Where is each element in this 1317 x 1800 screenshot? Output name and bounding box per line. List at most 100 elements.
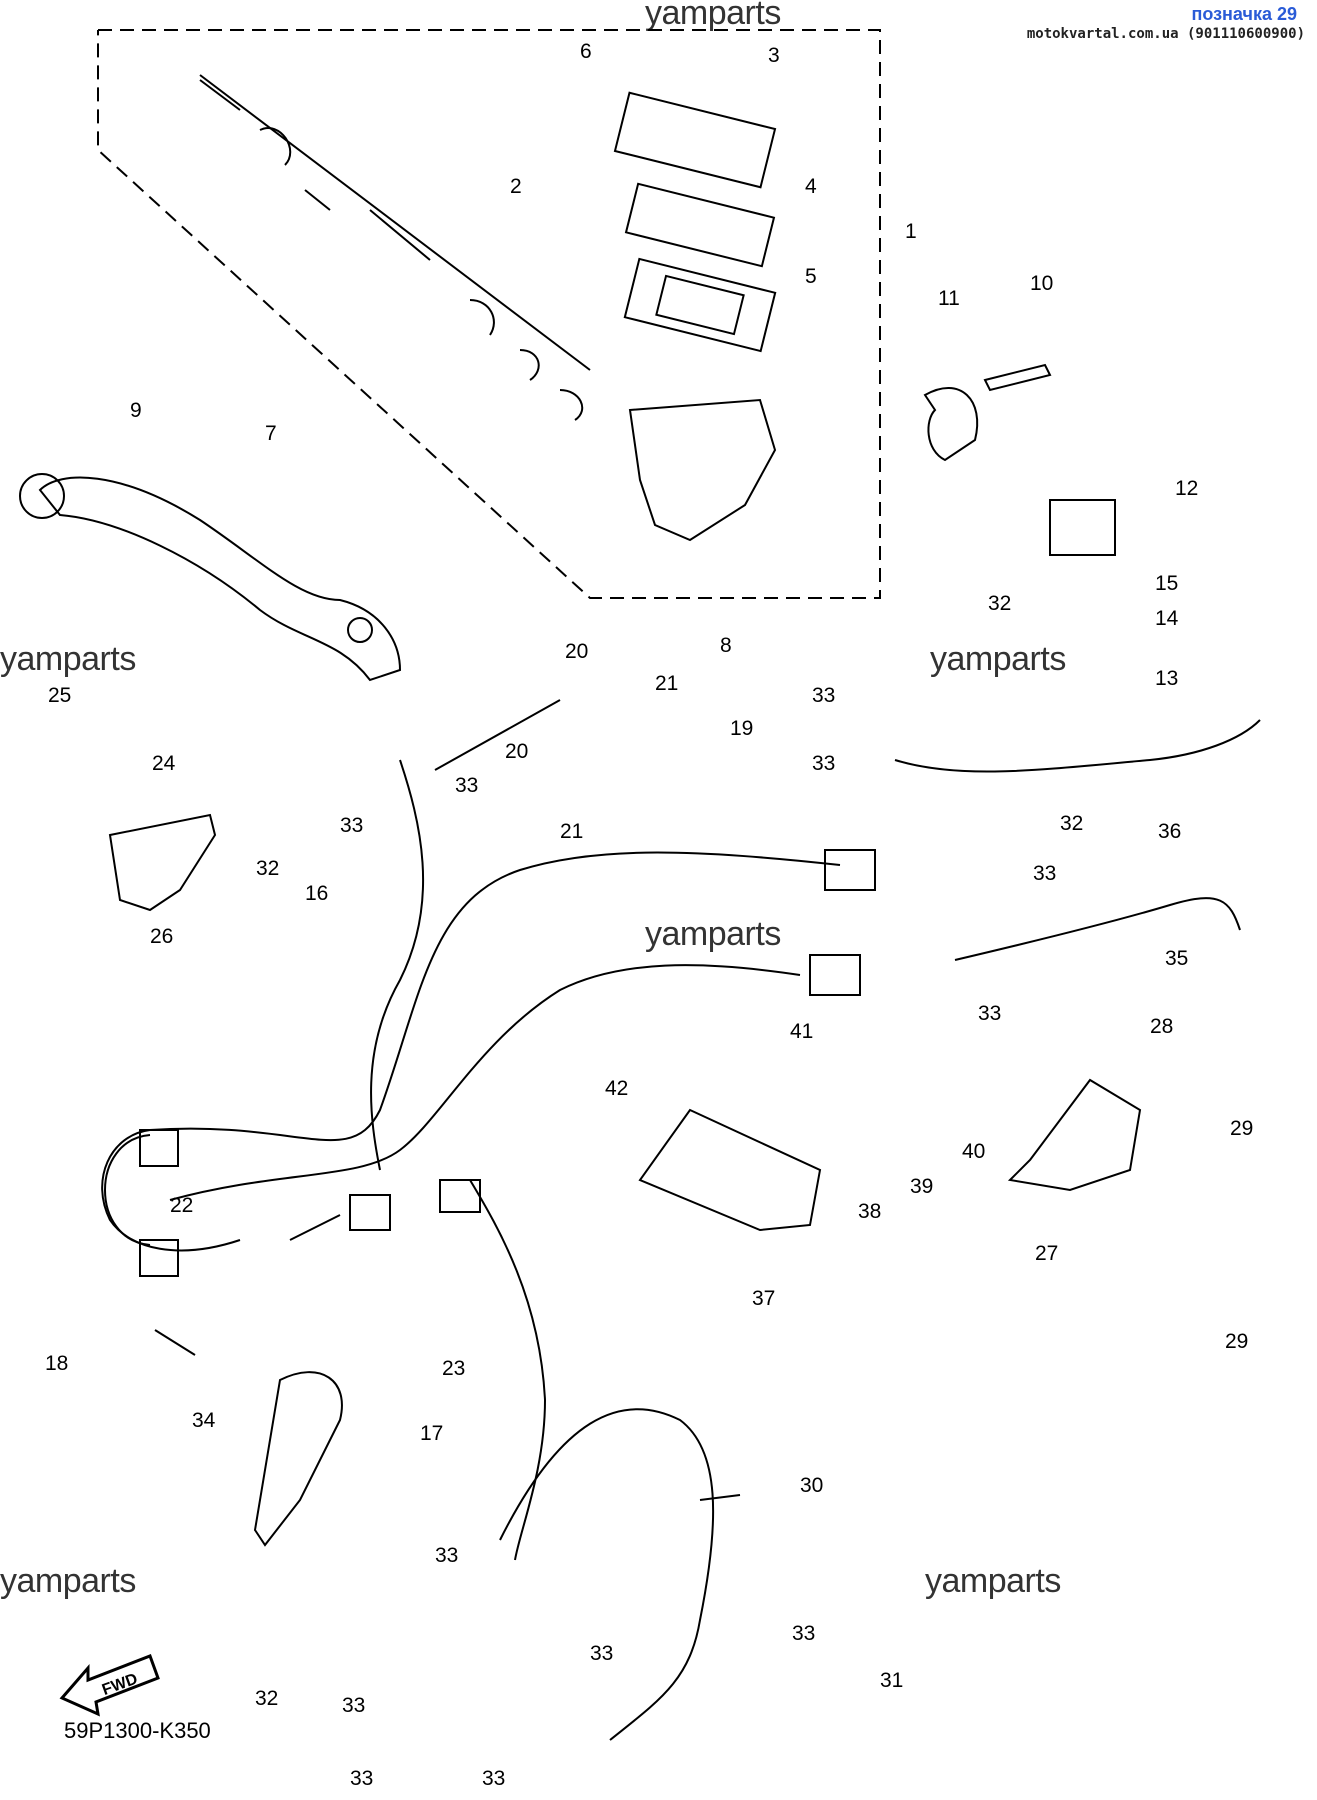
part-label: 2 (510, 175, 522, 198)
part-label: 33 (350, 1767, 373, 1790)
brake-pipe-upper (101, 851, 841, 1252)
part-label: 13 (1155, 667, 1178, 690)
part-label: 18 (45, 1352, 68, 1375)
joint-block (139, 1239, 179, 1277)
part-label: 21 (655, 672, 678, 695)
part-label: 17 (420, 1422, 443, 1445)
part-label: 32 (1060, 812, 1083, 835)
brake-pipe-lower (169, 964, 801, 1201)
assembly-outline (97, 29, 881, 599)
part-label: 41 (790, 1020, 813, 1043)
part-label: 12 (1175, 477, 1198, 500)
part-label: 33 (812, 752, 835, 775)
watermark: yamparts (0, 640, 136, 678)
part-label: 23 (442, 1357, 465, 1380)
part-label: 40 (962, 1140, 985, 1163)
part-label: 26 (150, 925, 173, 948)
brake-hose-16 (370, 759, 425, 1171)
part-label: 19 (730, 717, 753, 740)
lever-ball-end (19, 473, 65, 519)
part-label: 32 (988, 592, 1011, 615)
part-label: 31 (880, 1669, 903, 1692)
joint-block (809, 954, 861, 996)
bracket-24 (108, 813, 217, 912)
brake-hose-36 (894, 719, 1261, 773)
part-label: 36 (1158, 820, 1181, 843)
part-label: 32 (255, 1687, 278, 1710)
part-label: 1 (905, 220, 917, 243)
part-label: 7 (265, 422, 277, 445)
part-label: 6 (580, 40, 592, 63)
header-source: motokvartal.com.ua (901110600900) (1026, 26, 1305, 42)
part-labels: 1 2 3 4 5 6 7 8 9 10 11 12 13 14 15 16 1… (45, 40, 1253, 1790)
part-label: 39 (910, 1175, 933, 1198)
header-title: позначка 29 (1191, 4, 1297, 24)
part-label: 33 (340, 814, 363, 837)
lever-pivot (347, 617, 373, 643)
clamp-bolt (983, 363, 1052, 392)
part-label: 42 (605, 1077, 628, 1100)
part-label: 33 (482, 1767, 505, 1790)
joint-block (349, 1194, 391, 1231)
brake-hose-35 (954, 897, 1241, 961)
watermark: yamparts (930, 640, 1066, 678)
part-label: 29 (1225, 1330, 1248, 1353)
part-label: 21 (560, 820, 583, 843)
part-label: 29 (1230, 1117, 1253, 1140)
part-label: 24 (152, 752, 176, 775)
diagram-code: 59P1300-K350 (64, 1718, 211, 1743)
part-label: 11 (938, 287, 960, 310)
watermark: yamparts (925, 1562, 1061, 1600)
watermark: yamparts (645, 0, 781, 32)
brake-switch (1049, 499, 1116, 556)
part-label: 33 (1033, 862, 1056, 885)
part-label: 16 (305, 882, 328, 905)
part-label: 37 (752, 1287, 775, 1310)
handlebar-clamp (923, 387, 979, 462)
part-label: 38 (858, 1200, 881, 1223)
part-label: 28 (1150, 1015, 1173, 1038)
part-label: 14 (1155, 607, 1179, 630)
part-label: 33 (455, 774, 478, 797)
diaphragm (623, 257, 777, 353)
part-label: 33 (590, 1642, 613, 1665)
part-label: 32 (256, 857, 279, 880)
brake-lever (38, 476, 402, 682)
part-label: 4 (805, 175, 817, 198)
cap-plate (624, 182, 776, 268)
brake-hose-30 (499, 1408, 715, 1741)
part-label: 33 (342, 1694, 365, 1717)
watermark: yamparts (0, 1562, 136, 1600)
part-label: 25 (48, 684, 71, 707)
brake-hose-17 (469, 1179, 547, 1561)
joint-block (824, 849, 876, 891)
bracket-34 (253, 1371, 343, 1547)
part-label: 27 (1035, 1242, 1058, 1265)
part-label: 35 (1165, 947, 1188, 970)
piston-kit (199, 79, 584, 421)
part-label: 9 (130, 399, 142, 422)
reservoir-cap (613, 91, 777, 189)
diaphragm-inner (655, 274, 745, 336)
part-label: 3 (768, 44, 780, 67)
part-label: 33 (812, 684, 835, 707)
part-label: 34 (192, 1409, 216, 1432)
joint-block (139, 1129, 179, 1167)
bracket-37 (638, 1108, 822, 1232)
part-label: 33 (792, 1622, 815, 1645)
part-label: 8 (720, 634, 732, 657)
part-label: 33 (978, 1002, 1001, 1025)
part-label: 20 (505, 740, 528, 763)
fwd-arrow-icon: FWD (59, 1654, 160, 1717)
part-label: 22 (170, 1194, 193, 1217)
part-label: 20 (565, 640, 588, 663)
brake-pipe-left (104, 1134, 151, 1246)
joint-block (439, 1179, 481, 1213)
part-label: 10 (1030, 272, 1053, 295)
part-label: 5 (805, 265, 817, 288)
part-label: 33 (435, 1544, 458, 1567)
part-label: 30 (800, 1474, 823, 1497)
watermark: yamparts (645, 915, 781, 953)
bracket-27 (1007, 1078, 1142, 1192)
